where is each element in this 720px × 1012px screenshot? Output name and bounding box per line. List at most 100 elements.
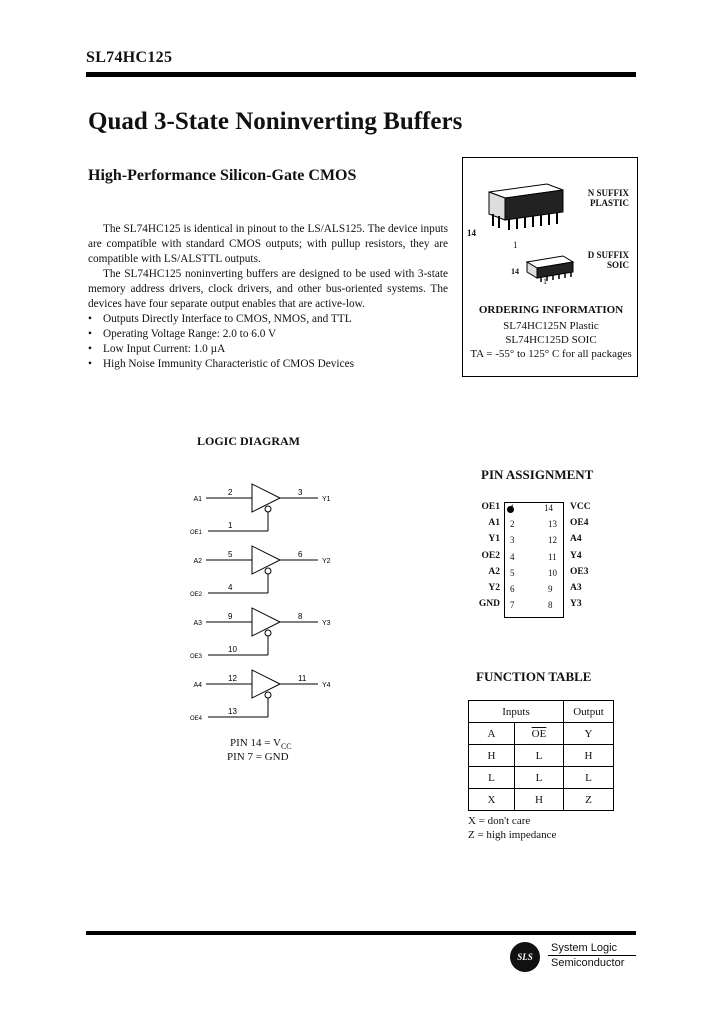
bottom-rule: [86, 931, 636, 935]
pin-number-right: 11: [548, 551, 557, 562]
buffer-gate-icon: [251, 545, 282, 575]
function-table: Inputs Output A OE Y H L H L L L X H Z: [468, 700, 614, 811]
d-suffix-label: D SUFFIX SOIC: [587, 250, 629, 270]
page-title: Quad 3-State Noninverting Buffers: [88, 108, 463, 135]
pin-number-left: 1: [510, 503, 515, 513]
gate-input-pin: 12: [228, 674, 237, 683]
pin-name-left: Y2: [488, 583, 500, 593]
table-col-header: OE: [514, 722, 564, 745]
gate-oe-pin: 13: [228, 707, 237, 716]
ic-body: [504, 502, 564, 618]
pin-name-left: Y1: [488, 534, 500, 545]
table-row: Inputs Output: [468, 700, 614, 723]
description-block: The SL74HC125 is identical in pinout to …: [88, 222, 448, 372]
gate-input-label: A2: [193, 558, 202, 565]
table-cell: H: [563, 744, 614, 767]
table-cell: L: [563, 766, 614, 789]
pin-number-left: 2: [510, 519, 515, 530]
n-suffix-label: N SUFFIX PLASTIC: [587, 188, 629, 208]
part-number: SL74HC125: [86, 49, 173, 66]
pin-name-right: Y4: [570, 550, 582, 561]
table-col-header: A: [468, 722, 515, 745]
feature-item: Operating Voltage Range: 2.0 to 6.0 V: [88, 327, 448, 342]
pin-number-left: 6: [510, 584, 515, 594]
gate-output-label: Y1: [322, 496, 331, 503]
table-cell: L: [468, 766, 515, 789]
pin-name-left: A1: [488, 518, 500, 529]
pin-name-left: A2: [488, 566, 500, 577]
pin-number-left: 4: [510, 551, 515, 562]
gate-oe-pin: 4: [228, 583, 233, 592]
gate-input-label: A3: [193, 620, 202, 627]
ordering-heading: ORDERING INFORMATION: [478, 304, 624, 316]
table-row: H L H: [468, 744, 614, 767]
gate-input-pin: 2: [228, 488, 233, 497]
oe-bubble-icon: [264, 629, 272, 637]
ordering-line-1: SL74HC125N Plastic: [503, 320, 599, 332]
feature-item: High Noise Immunity Characteristic of CM…: [88, 357, 448, 372]
gate-output-label: Y2: [322, 558, 331, 565]
gate-input-label: A4: [193, 682, 202, 689]
table-cell: X: [468, 788, 515, 811]
table-cell: Z: [563, 788, 614, 811]
gate-oe-label: OE1: [190, 530, 203, 536]
table-col-header: Y: [563, 722, 614, 745]
pin1-dot-icon: [507, 506, 514, 513]
gate-oe-label: OE2: [190, 592, 203, 598]
company-name-line-1: System Logic: [551, 942, 618, 954]
pin14-note: PIN 14 = VCC: [230, 737, 292, 752]
ordering-line-3: TA = -55° to 125° C for all packages: [470, 348, 632, 360]
gate-input-pin: 9: [228, 612, 233, 621]
oe-bubble-icon: [264, 691, 272, 699]
table-header-inputs: Inputs: [468, 700, 564, 723]
buffer-gate-icon: [251, 607, 282, 637]
pin-name-right: Y3: [570, 599, 582, 610]
gate-output-label: Y3: [322, 620, 331, 627]
table-cell: H: [514, 788, 564, 811]
page-subtitle: High-Performance Silicon-Gate CMOS: [88, 167, 357, 184]
pin-number-right: 10: [548, 567, 557, 578]
gate-input-label: A1: [193, 496, 202, 503]
pin-number-right: 9: [548, 584, 553, 594]
logic-diagram: A12OE113Y1A25OE246Y2A39OE3108Y3A412OE413…: [190, 483, 331, 722]
dip-package-icon: [488, 183, 564, 230]
logic-diagram-heading: LOGIC DIAGRAM: [197, 434, 301, 448]
soic-pin14-label: 14: [511, 267, 519, 276]
function-table-heading: FUNCTION TABLE: [476, 669, 592, 684]
gate-output-pin: 3: [298, 488, 303, 497]
pin-number-left: 5: [510, 567, 515, 578]
top-rule: [86, 72, 636, 77]
pin-number-left: 7: [510, 600, 515, 611]
gate-output-pin: 8: [298, 612, 303, 621]
description-paragraph-1: The SL74HC125 is identical in pinout to …: [88, 223, 448, 265]
table-header-output: Output: [563, 700, 614, 723]
gate-output-pin: 11: [298, 674, 307, 683]
gate-oe-label: OE3: [190, 654, 203, 660]
package-drawings: [488, 183, 575, 282]
soic-pin1-label: 1: [543, 277, 547, 286]
pin-number-right: 14: [544, 503, 553, 513]
description-paragraph-2: The SL74HC125 noninverting buffers are d…: [88, 268, 448, 310]
pin-name-left: OE2: [481, 550, 500, 561]
pin-number-right: 13: [548, 519, 557, 530]
legend-z: Z = high impedance: [468, 829, 557, 841]
feature-item: Outputs Directly Interface to CMOS, NMOS…: [88, 312, 448, 327]
pin7-note: PIN 7 = GND: [227, 751, 289, 763]
gate-oe-pin: 10: [228, 645, 237, 654]
table-row: L L L: [468, 766, 614, 789]
ordering-line-2: SL74HC125D SOIC: [505, 334, 597, 346]
table-cell: L: [514, 744, 564, 767]
pin-name-right: VCC: [570, 502, 591, 512]
table-row: X H Z: [468, 788, 614, 811]
table-cell: L: [514, 766, 564, 789]
company-divider: [548, 955, 636, 956]
dip-pin14-label: 14: [467, 228, 476, 238]
gate-oe-label: OE4: [190, 716, 203, 722]
pin-number-right: 8: [548, 600, 553, 611]
gate-oe-pin: 1: [228, 521, 233, 530]
table-cell: H: [468, 744, 515, 767]
pin-assignment-heading: PIN ASSIGNMENT: [481, 467, 594, 482]
pin-number-right: 12: [548, 535, 557, 546]
pin-name-right: A4: [570, 534, 582, 545]
